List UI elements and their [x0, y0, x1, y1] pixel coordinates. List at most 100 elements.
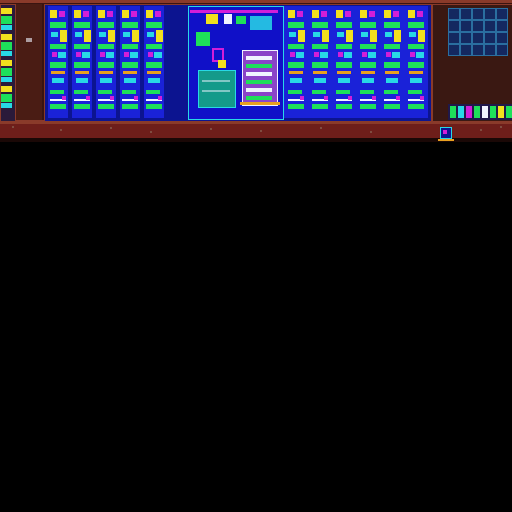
left-column-cell	[1, 16, 12, 24]
noise-speckle	[320, 127, 322, 129]
right-grid-cell	[496, 44, 508, 56]
left-column-cell	[1, 77, 12, 82]
left-column-cell	[1, 94, 12, 102]
right-bank-diff-d	[336, 90, 350, 94]
left-bank-orange-strap	[99, 71, 113, 74]
right-bank-via-a	[385, 32, 392, 37]
right-grid-cell	[460, 32, 472, 44]
left-bank-diff-c	[50, 62, 66, 68]
right-bank-white-trace	[336, 99, 352, 101]
left-bank-diff-c	[74, 62, 90, 68]
center-stack-row	[246, 64, 272, 68]
left-bank-diff-d	[146, 90, 160, 94]
left-bank-contact-mid	[148, 52, 153, 57]
right-bank-contact-mid	[386, 52, 391, 57]
right-bank-orange-strap	[289, 71, 303, 74]
left-column-cell	[1, 103, 12, 108]
right-bank-poly-mid	[298, 30, 305, 42]
right-bank-diff-d	[384, 90, 398, 94]
right-bank-diff-d	[360, 90, 374, 94]
left-bank-diff-c	[122, 62, 138, 68]
center-stack-row	[246, 56, 272, 60]
right-bank-contact-mid	[314, 52, 319, 57]
right-bank-diff-b	[384, 44, 400, 49]
left-bank-contact-bot	[110, 96, 114, 100]
right-bank-contact-mid	[290, 52, 295, 57]
right-logic-row	[448, 104, 512, 120]
die-bottom-edge	[0, 120, 512, 124]
right-bank-contact-bot	[348, 96, 352, 100]
right-grid-cell	[484, 8, 496, 20]
right-bank-diff-b	[360, 44, 376, 49]
right-bank-poly-top	[360, 10, 367, 18]
right-bank-poly-top	[336, 10, 343, 18]
right-bank-contact-mid	[410, 52, 415, 57]
left-bank-via-b	[58, 52, 66, 58]
left-bank-poly-mid	[132, 30, 139, 42]
left-bank-diff-a	[74, 22, 90, 28]
right-bank-contact-bot	[372, 96, 376, 100]
right-bank-poly-top	[384, 10, 391, 18]
center-stack-row	[246, 96, 272, 100]
left-bank-via-b	[82, 52, 90, 58]
right-bank-orange-strap	[409, 71, 423, 74]
left-bank-poly-top	[98, 10, 105, 18]
left-bank-diff-e	[74, 104, 90, 109]
left-column-cell	[1, 68, 12, 76]
left-column-cell	[1, 8, 12, 14]
left-bank-via-a	[123, 32, 130, 37]
right-bank-via-c	[362, 78, 374, 83]
right-bank-diff-e	[288, 104, 304, 109]
right-bank-contact-top	[393, 11, 399, 17]
noise-speckle	[210, 128, 212, 130]
right-grid-cell	[448, 32, 460, 44]
right-bank-white-trace	[312, 99, 328, 101]
left-bank-poly-mid	[60, 30, 67, 42]
left-bank-contact-bot	[86, 96, 90, 100]
right-bank-poly-mid	[322, 30, 329, 42]
left-bank-diff-e	[122, 104, 138, 109]
left-bank-diff-b	[122, 44, 138, 49]
right-bank-diff-c	[384, 62, 400, 68]
left-bank-via-a	[99, 32, 106, 37]
left-bank-contact-top	[83, 11, 89, 17]
noise-speckle	[110, 127, 112, 129]
right-bank-via-a	[313, 32, 320, 37]
center-teal-line	[202, 90, 230, 92]
left-bank-via-b	[130, 52, 138, 58]
right-bank-via-a	[361, 32, 368, 37]
right-grid-cell	[484, 44, 496, 56]
pad-trace	[438, 139, 454, 141]
right-grid-cell	[484, 20, 496, 32]
right-grid-cell	[448, 8, 460, 20]
right-bank-diff-c	[408, 62, 424, 68]
right-bank-poly-mid	[394, 30, 401, 42]
right-bank-white-trace	[288, 99, 304, 101]
right-grid-cell	[496, 20, 508, 32]
right-bank-white-trace	[384, 99, 400, 101]
right-bank-orange-strap	[361, 71, 375, 74]
left-bank-via-a	[147, 32, 154, 37]
right-grid-cell	[460, 44, 472, 56]
right-bank-diff-d	[288, 90, 302, 94]
left-bank-diff-a	[50, 22, 66, 28]
seal-ring-band	[0, 124, 512, 138]
left-bank-via-b	[154, 52, 162, 58]
left-bank-orange-strap	[51, 71, 65, 74]
center-stack-row	[246, 80, 272, 84]
right-bank-via-c	[386, 78, 398, 83]
left-bank-diff-b	[146, 44, 162, 49]
right-bank-contact-mid	[338, 52, 343, 57]
right-grid-cell	[448, 44, 460, 56]
die-layout-strip	[0, 0, 512, 142]
left-bank-contact-bot	[134, 96, 138, 100]
right-bank-diff-e	[360, 104, 376, 109]
right-grid-cell	[484, 32, 496, 44]
right-bank-poly-mid	[346, 30, 353, 42]
center-yellow-cell	[218, 60, 226, 68]
right-bank-bg	[284, 6, 428, 118]
center-magenta-trace	[190, 10, 278, 13]
left-bank-diff-a	[122, 22, 138, 28]
right-logic-cell	[498, 106, 504, 118]
